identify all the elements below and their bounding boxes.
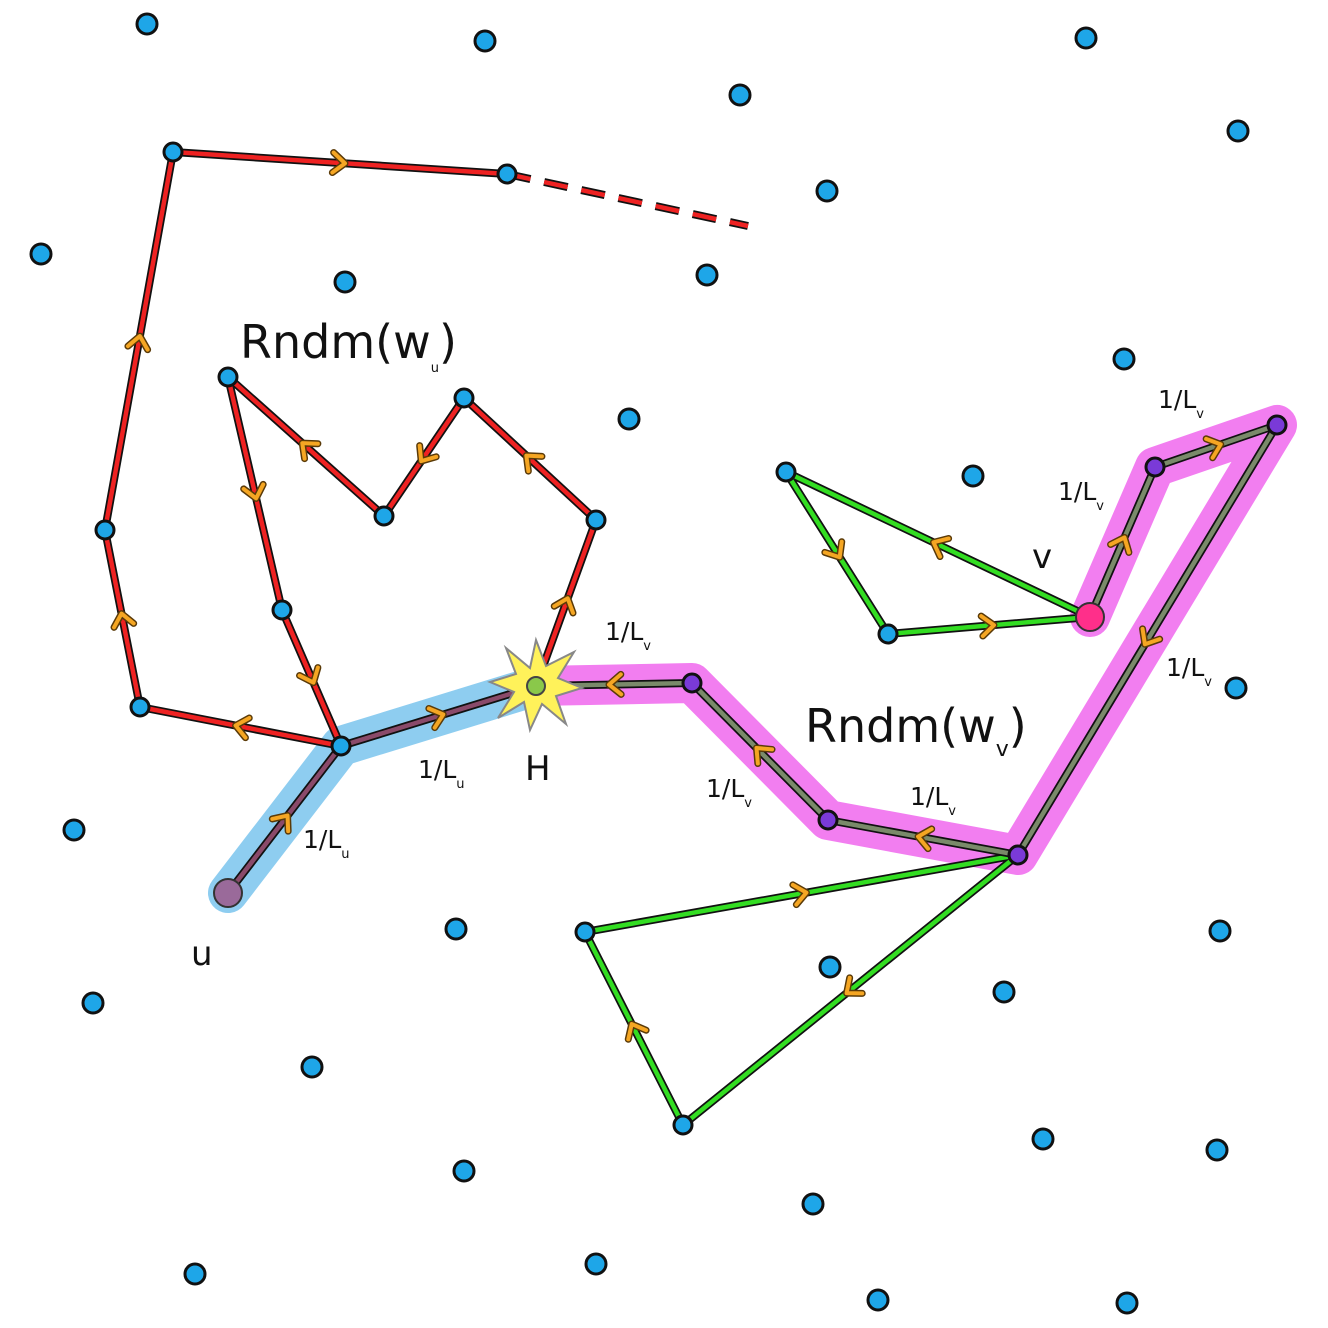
rndm-v-label: Rndm(wv) bbox=[805, 699, 1027, 762]
walk-node bbox=[330, 735, 352, 757]
graph-node bbox=[300, 1055, 324, 1079]
graph-node bbox=[1074, 26, 1098, 50]
background-nodes bbox=[29, 12, 1250, 1315]
graph-node bbox=[29, 242, 53, 266]
walk-node bbox=[94, 519, 116, 541]
collision-star-icon bbox=[487, 636, 585, 734]
walk-node bbox=[162, 141, 184, 163]
graph-node bbox=[1205, 1138, 1229, 1162]
graph-node bbox=[81, 991, 105, 1015]
graph-node bbox=[584, 1252, 608, 1276]
graph-node bbox=[183, 1262, 207, 1286]
graph-node bbox=[452, 1159, 476, 1183]
node-u-label: u bbox=[191, 934, 213, 974]
graph-node bbox=[815, 179, 839, 203]
weight-label-u: 1/Lu bbox=[303, 825, 350, 862]
graph-node bbox=[473, 29, 497, 53]
graph-node bbox=[728, 83, 752, 107]
node-v bbox=[1075, 602, 1105, 632]
direction-arrow-icon bbox=[268, 812, 292, 835]
walk-v bbox=[535, 421, 1281, 1129]
direction-arrows bbox=[110, 149, 1225, 1043]
labels: Rndm(wu) Rndm(wv) u v H 1/Lu 1/Lu 1/Lv 1… bbox=[191, 315, 1212, 974]
graph-node bbox=[135, 12, 159, 36]
walk-node bbox=[877, 623, 899, 645]
direction-arrow-icon bbox=[1139, 625, 1164, 648]
weight-label-v: 1/Lv bbox=[1058, 477, 1104, 514]
graph-node bbox=[866, 1288, 890, 1312]
walk-node bbox=[1266, 414, 1288, 436]
walk-node bbox=[574, 921, 596, 943]
graph-node bbox=[1031, 1127, 1055, 1151]
direction-arrow-icon bbox=[298, 439, 322, 463]
weight-label-v: 1/Lv bbox=[910, 782, 956, 819]
direction-arrow-icon bbox=[110, 610, 138, 631]
walk-node bbox=[1007, 844, 1029, 866]
node-u bbox=[213, 878, 243, 908]
walk-node bbox=[817, 809, 839, 831]
graph-node bbox=[1224, 676, 1248, 700]
graph-node bbox=[961, 464, 985, 488]
direction-arrow-icon bbox=[296, 664, 322, 687]
direction-arrow-icon bbox=[1107, 533, 1133, 556]
graph-node bbox=[1208, 919, 1232, 943]
path-u-highlight bbox=[208, 666, 556, 913]
node-h-label: H bbox=[525, 749, 551, 789]
walk-node bbox=[271, 599, 293, 621]
path-highlights bbox=[208, 405, 1297, 913]
direction-arrow-icon bbox=[929, 534, 953, 561]
direction-arrow-icon bbox=[550, 594, 577, 617]
direction-arrow-icon bbox=[977, 612, 998, 640]
direction-arrow-icon bbox=[416, 442, 440, 465]
graph-node bbox=[62, 818, 86, 842]
walk-node bbox=[1144, 456, 1166, 478]
graph-node bbox=[818, 955, 842, 979]
graph-node bbox=[1226, 119, 1250, 143]
graph-node bbox=[695, 263, 719, 287]
direction-arrow-icon bbox=[328, 149, 349, 177]
walk-node bbox=[453, 387, 475, 409]
weight-label-v: 1/Lv bbox=[706, 774, 752, 811]
direction-arrow-icon bbox=[232, 714, 253, 742]
graph-node bbox=[992, 980, 1016, 1004]
direction-arrow-icon bbox=[605, 670, 625, 698]
walk-node bbox=[496, 163, 518, 185]
direction-arrow-icon bbox=[124, 332, 152, 354]
direction-arrow-icon bbox=[843, 974, 866, 997]
walk-node bbox=[681, 672, 703, 694]
graph-node bbox=[617, 407, 641, 431]
graph-node bbox=[444, 917, 468, 941]
graph-node bbox=[1115, 1291, 1139, 1315]
weight-label-v: 1/Lv bbox=[1166, 653, 1212, 690]
direction-arrow-icon bbox=[1202, 435, 1225, 462]
direction-arrow-icon bbox=[821, 538, 846, 561]
walk-nodes bbox=[94, 141, 1288, 1136]
weight-label-u: 1/Lu bbox=[418, 755, 465, 792]
walk-node bbox=[129, 696, 151, 718]
rndm-u-label: Rndm(wu) bbox=[240, 315, 457, 376]
weight-label-v: 1/Lv bbox=[1158, 385, 1204, 422]
direction-arrow-icon bbox=[522, 452, 546, 475]
direction-arrow-icon bbox=[425, 705, 447, 732]
graph-node bbox=[801, 1192, 825, 1216]
walk-node bbox=[217, 366, 239, 388]
graph-node bbox=[1112, 347, 1136, 371]
weight-label-v: 1/Lv bbox=[605, 617, 651, 654]
walk-node bbox=[775, 461, 797, 483]
direction-arrow-icon bbox=[624, 1020, 650, 1043]
node-v-label: v bbox=[1032, 537, 1052, 577]
graph-node bbox=[333, 270, 357, 294]
walk-node bbox=[672, 1114, 694, 1136]
direction-arrow-icon bbox=[240, 480, 267, 502]
walk-node bbox=[373, 505, 395, 527]
walk-node bbox=[585, 509, 607, 531]
direction-arrow-icon bbox=[789, 881, 810, 909]
direction-arrow-icon bbox=[752, 744, 776, 768]
direction-arrow-icon bbox=[914, 825, 936, 853]
